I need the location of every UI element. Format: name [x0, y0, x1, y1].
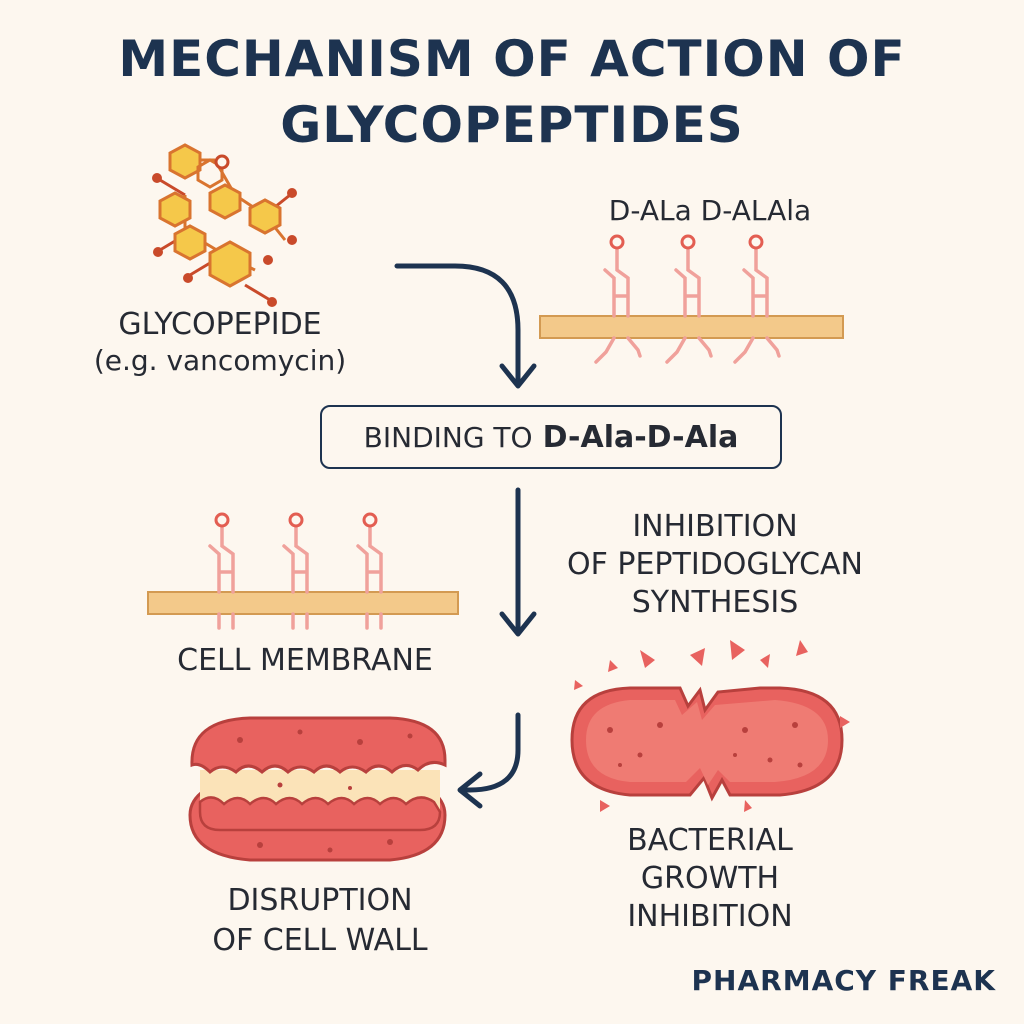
brand-label: PHARMACY FREAK	[691, 964, 996, 997]
binding-target: D-Ala-D-Ala	[542, 419, 739, 455]
glycopeptide-example: (e.g. vancomycin)	[93, 344, 347, 377]
cell-membrane-label: CELL MEMBRANE	[177, 643, 433, 678]
glycopeptide-label: GLYCOPEPIDE	[118, 307, 322, 342]
arrow-to-disruption	[459, 712, 521, 793]
inhibition-line-3: SYNTHESIS	[631, 585, 799, 620]
growth-line-2: GROWTH	[640, 861, 780, 896]
page-title-line-2: GLYCOPEPTIDES	[280, 96, 744, 154]
disruption-line-1: DISRUPTION	[227, 883, 413, 918]
disruption-line-2: OF CELL WALL	[212, 923, 428, 958]
growth-line-3: INHIBITION	[627, 899, 793, 934]
binding-prefix: BINDING TO	[363, 420, 533, 454]
binding-box: BINDING TO D-Ala-D-Ala	[320, 405, 782, 469]
dala-label: D-ALa D-ALAla	[608, 194, 812, 227]
glycopeptide-molecule-icon	[152, 143, 297, 307]
inhibition-line-2: OF PEPTIDOGLYCAN	[566, 547, 863, 582]
page-title-line-1: MECHANISM OF ACTION OF	[118, 30, 906, 88]
cell-membrane-graphic	[147, 512, 459, 630]
inhibition-line-1: INHIBITION	[632, 509, 798, 544]
membrane-top	[539, 234, 844, 364]
arrow-to-binding	[394, 263, 521, 386]
bursting-bacterium-icon	[570, 640, 850, 812]
disrupted-bacterium-icon	[188, 716, 447, 862]
growth-line-1: BACTERIAL	[627, 823, 793, 858]
